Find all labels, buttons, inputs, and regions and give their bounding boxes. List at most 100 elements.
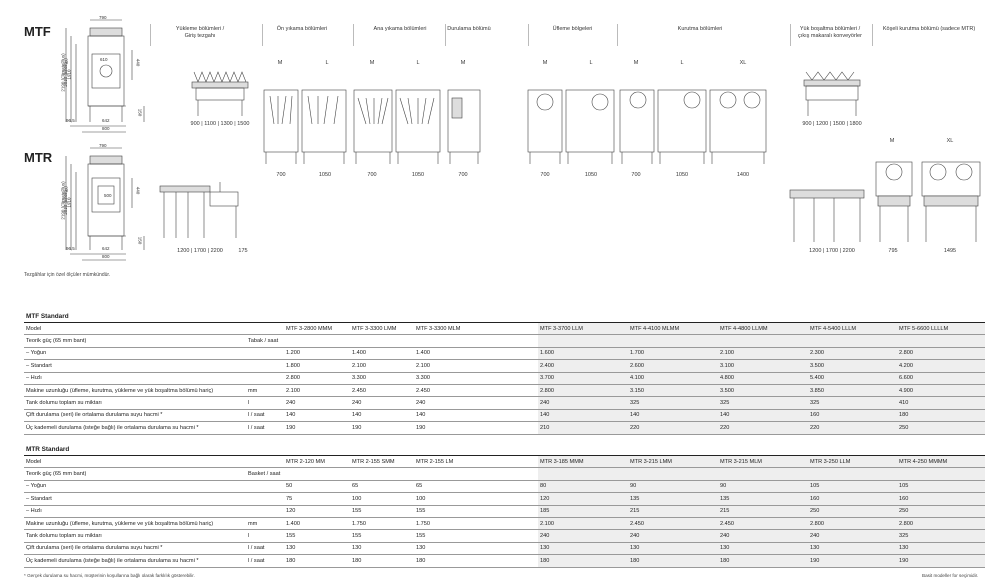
row-label: Makine uzunluğu (üfleme, kurutma, yüklem… <box>24 517 246 531</box>
table-cell: 2.600 <box>628 359 718 373</box>
table-cell: 185 <box>538 505 628 518</box>
table-cell: 1.800 <box>284 359 350 373</box>
table-cell: 140 <box>284 409 350 423</box>
row-label: Teorik güç (65 mm bant) <box>24 334 246 348</box>
row-unit <box>246 372 284 385</box>
table-cell: 135 <box>628 492 718 506</box>
table-cell: 120 <box>284 505 350 518</box>
table-cell: 160 <box>808 409 897 423</box>
table-cell: 180 <box>897 409 986 423</box>
size-label: M <box>542 60 548 66</box>
length-label: 1050 <box>584 172 598 178</box>
table-cell: 2.450 <box>414 384 538 398</box>
table-cell: 220 <box>628 421 718 435</box>
table-row: Makine uzunluğu (üfleme, kurutma, yüklem… <box>24 384 986 398</box>
table-cell: 2.100 <box>350 359 414 373</box>
model-name: MTF 3-3300 LMM <box>350 322 414 336</box>
table-row: Çift durulama (seri) ile ortalama durula… <box>24 542 986 556</box>
divider <box>353 24 354 46</box>
table-cell: 190 <box>414 421 538 435</box>
length-label: 1050 <box>318 172 332 178</box>
table-cell: 3.850 <box>808 384 897 398</box>
table-cell: 100 <box>350 492 414 506</box>
table-cell: 130 <box>628 542 718 556</box>
table-cell: 2.450 <box>718 517 808 531</box>
table-cell: 240 <box>538 529 628 543</box>
table-cell <box>718 334 808 348</box>
table-cell: 3.500 <box>718 384 808 398</box>
table-cell: 155 <box>350 505 414 518</box>
table-cell: 140 <box>628 409 718 423</box>
length-label: 1050 <box>411 172 425 178</box>
length-label: 795 <box>888 248 898 254</box>
table-cell: 190 <box>808 554 897 568</box>
table-row: Makine uzunluğu (üfleme, kurutma, yüklem… <box>24 517 986 531</box>
model-name: MTR 2-155 SMM <box>350 455 414 469</box>
table-cell: 240 <box>628 529 718 543</box>
row-label: Makine uzunluğu (üfleme, kurutma, yüklem… <box>24 384 246 398</box>
table-cell: 160 <box>897 492 986 506</box>
divider <box>528 24 529 46</box>
length-label: 700 <box>276 172 286 178</box>
table-cell: 1.750 <box>414 517 538 531</box>
table-cell: 240 <box>718 529 808 543</box>
table-cell: 135 <box>718 492 808 506</box>
table-cell: 3.700 <box>538 372 628 385</box>
model-name: MTF 3-2800 MMM <box>284 322 350 336</box>
unit-header <box>246 455 284 469</box>
dim-label: 800 <box>102 254 110 259</box>
table-cell: 155 <box>414 505 538 518</box>
section-prewash-label: Ön yıkama bölümleri <box>276 26 328 32</box>
table-cell: 130 <box>538 542 628 556</box>
table-cell: 1.750 <box>350 517 414 531</box>
table-cell: 1.200 <box>284 347 350 361</box>
row-label: – Yoğun <box>24 480 246 494</box>
table-cell: 325 <box>808 396 897 410</box>
table-cell: 325 <box>628 396 718 410</box>
table-cell: 2.800 <box>897 347 986 361</box>
section-corner-label: Köşeli kurutma bölümü (sadece MTR) <box>882 26 976 32</box>
row-label: Çift durulama (seri) ile ortalama durula… <box>24 409 246 423</box>
divider <box>445 24 446 46</box>
table-cell: 100 <box>414 492 538 506</box>
table-cell <box>897 334 986 348</box>
table-cell: 155 <box>350 529 414 543</box>
dim-label: 1910 <box>66 197 72 208</box>
table-cell: 2.800 <box>284 372 350 385</box>
table-cell: 1.400 <box>350 347 414 361</box>
table-cell: 140 <box>414 409 538 423</box>
table-title: MTF Standard <box>24 311 986 323</box>
table-cell: 130 <box>414 542 538 556</box>
table-cell: 180 <box>350 554 414 568</box>
section-blower-label: Üfleme bölgeleri <box>552 26 593 32</box>
model-name: MTF 4-5400 LLLM <box>808 322 897 336</box>
row-unit: Tabak / saat <box>246 334 284 348</box>
table-cell: 240 <box>350 396 414 410</box>
row-label: Çift durulama (seri) ile ortalama durula… <box>24 542 246 556</box>
table-cell: 210 <box>538 421 628 435</box>
table-cell: 4.100 <box>628 372 718 385</box>
model-name: MTF 3-3300 MLM <box>414 322 538 336</box>
table-cell <box>350 467 414 481</box>
row-label: Üç kademeli durulama (isteğe bağlı) ile … <box>24 421 246 435</box>
table-cell: 215 <box>628 505 718 518</box>
mtf-loading-table-drawing <box>191 71 249 116</box>
table-cell: 80 <box>538 480 628 494</box>
table-cell <box>628 334 718 348</box>
table-cell: 410 <box>897 396 986 410</box>
model-name: MTF 4-4800 LLMM <box>718 322 808 336</box>
table-cell: 190 <box>897 554 986 568</box>
mtr-corner-drying-drawing <box>875 161 981 242</box>
table-cell <box>897 467 986 481</box>
row-label: Teorik güç (65 mm bant) <box>24 467 246 481</box>
table-cell: 160 <box>808 492 897 506</box>
table-cell: 90 <box>628 480 718 494</box>
length-label: 700 <box>540 172 550 178</box>
